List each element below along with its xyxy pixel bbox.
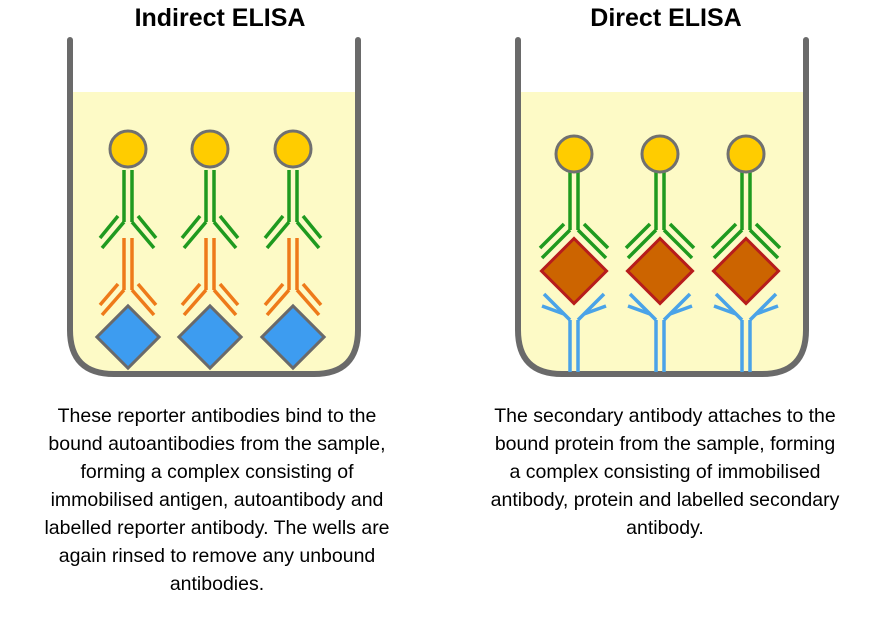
antigen-diamond [259, 303, 327, 371]
capture-antibody-arm [669, 304, 693, 316]
caption-line: bound protein from the sample, forming [494, 433, 836, 455]
secondary-antibody [710, 172, 782, 260]
secondary-antibody-arm [710, 222, 738, 250]
label-circle [640, 134, 680, 174]
autoantibody-arm [130, 288, 156, 317]
well-outline [67, 37, 361, 377]
secondary-antibody [538, 172, 610, 260]
secondary-antibody-arm [712, 228, 744, 260]
secondary-antibody-arm [624, 222, 652, 250]
secondary-antibody-arm [626, 228, 658, 260]
autoantibody [98, 238, 158, 317]
capture-antibody-arm [662, 292, 692, 322]
well-outline [515, 37, 809, 377]
caption-line: antibody. [626, 517, 704, 539]
caption-line: These reporter antibodies bind to the [57, 405, 377, 427]
protein-diamond [711, 236, 781, 306]
autoantibody-arm [218, 282, 240, 307]
autoantibody [263, 238, 323, 317]
caption-line: antibody, protein and labelled secondary [490, 489, 840, 511]
autoantibody-arm [100, 288, 126, 317]
secondary-antibody-arm [748, 228, 780, 260]
direct-complex-1 [538, 134, 610, 372]
capture-antibody-arm [576, 292, 606, 322]
capture-antibody-arm [713, 304, 737, 316]
autoantibody-arm [295, 288, 321, 317]
secondary-antibody-arm [576, 228, 608, 260]
indirect-elisa-well [67, 37, 361, 377]
capture-antibody-arm [628, 292, 658, 322]
reporter-antibody-arm [301, 214, 323, 240]
autoantibody-arm [301, 282, 323, 307]
caption-line: antibodies. [169, 573, 265, 595]
direct-complex-2 [624, 134, 696, 372]
autoantibody-arm [136, 282, 158, 307]
reporter-antibody [263, 170, 323, 250]
autoantibody-arm [263, 282, 285, 307]
label-circle [554, 134, 594, 174]
autoantibody-arm [180, 282, 202, 307]
reporter-antibody-arm [136, 214, 158, 240]
capture-antibody-arm [583, 304, 607, 316]
reporter-antibody-arm [130, 220, 156, 250]
reporter-antibody-arm [182, 220, 208, 250]
indirect-complex-3 [259, 129, 327, 371]
indirect-complex-1 [94, 129, 162, 371]
autoantibody-arm [182, 288, 208, 317]
capture-antibody-arm [714, 292, 744, 322]
secondary-antibody-arm [662, 228, 694, 260]
caption-line: forming a complex consisting of [80, 461, 354, 483]
autoantibody-arm [212, 288, 238, 317]
capture-antibody [713, 292, 779, 372]
secondary-antibody-arm [540, 228, 572, 260]
indirect-complex-2 [176, 129, 244, 371]
secondary-antibody-arm [538, 222, 566, 250]
label-circle [190, 129, 230, 169]
antigen-diamond [94, 303, 162, 371]
label-circle [726, 134, 766, 174]
reporter-antibody-arm [212, 220, 238, 250]
secondary-antibody-arm [668, 222, 696, 250]
caption-line: labelled reporter antibody. The wells ar… [44, 517, 390, 539]
reporter-antibody-arm [295, 220, 321, 250]
reporter-antibody-arm [263, 214, 285, 240]
caption-line: a complex consisting of immobilised [509, 461, 821, 483]
autoantibody-arm [265, 288, 291, 317]
direct-elisa-caption: The secondary antibody attaches to the b… [455, 402, 875, 542]
direct-elisa-well [515, 37, 809, 377]
secondary-antibody [624, 172, 696, 260]
direct-elisa-title: Direct ELISA [590, 4, 742, 32]
reporter-antibody [98, 170, 158, 250]
direct-complex-3 [710, 134, 782, 372]
caption-line: immobilised antigen, autoantibody and [50, 489, 384, 511]
capture-antibody-arm [542, 292, 572, 322]
indirect-elisa-title: Indirect ELISA [134, 4, 306, 32]
capture-antibody-arm [541, 304, 565, 316]
reporter-antibody-arm [98, 214, 120, 240]
reporter-antibody-arm [265, 220, 291, 250]
indirect-elisa-caption: These reporter antibodies bind to the bo… [6, 402, 428, 598]
autoantibody-arm [98, 282, 120, 307]
reporter-antibody-arm [218, 214, 240, 240]
caption-line: The secondary antibody attaches to the [494, 405, 836, 427]
reporter-antibody [180, 170, 240, 250]
protein-diamond [625, 236, 695, 306]
capture-antibody-arm [627, 304, 651, 316]
capture-antibody-arm [748, 292, 778, 322]
capture-antibody-arm [755, 304, 779, 316]
secondary-antibody-arm [582, 222, 610, 250]
autoantibody [180, 238, 240, 317]
reporter-antibody-arm [180, 214, 202, 240]
caption-line: bound autoantibodies from the sample, [48, 433, 386, 455]
capture-antibody [627, 292, 693, 372]
label-circle [108, 129, 148, 169]
secondary-antibody-arm [754, 222, 782, 250]
protein-diamond [539, 236, 609, 306]
reporter-antibody-arm [100, 220, 126, 250]
label-circle [273, 129, 313, 169]
antigen-diamond [176, 303, 244, 371]
capture-antibody [541, 292, 607, 372]
caption-line: again rinsed to remove any unbound [58, 545, 376, 567]
